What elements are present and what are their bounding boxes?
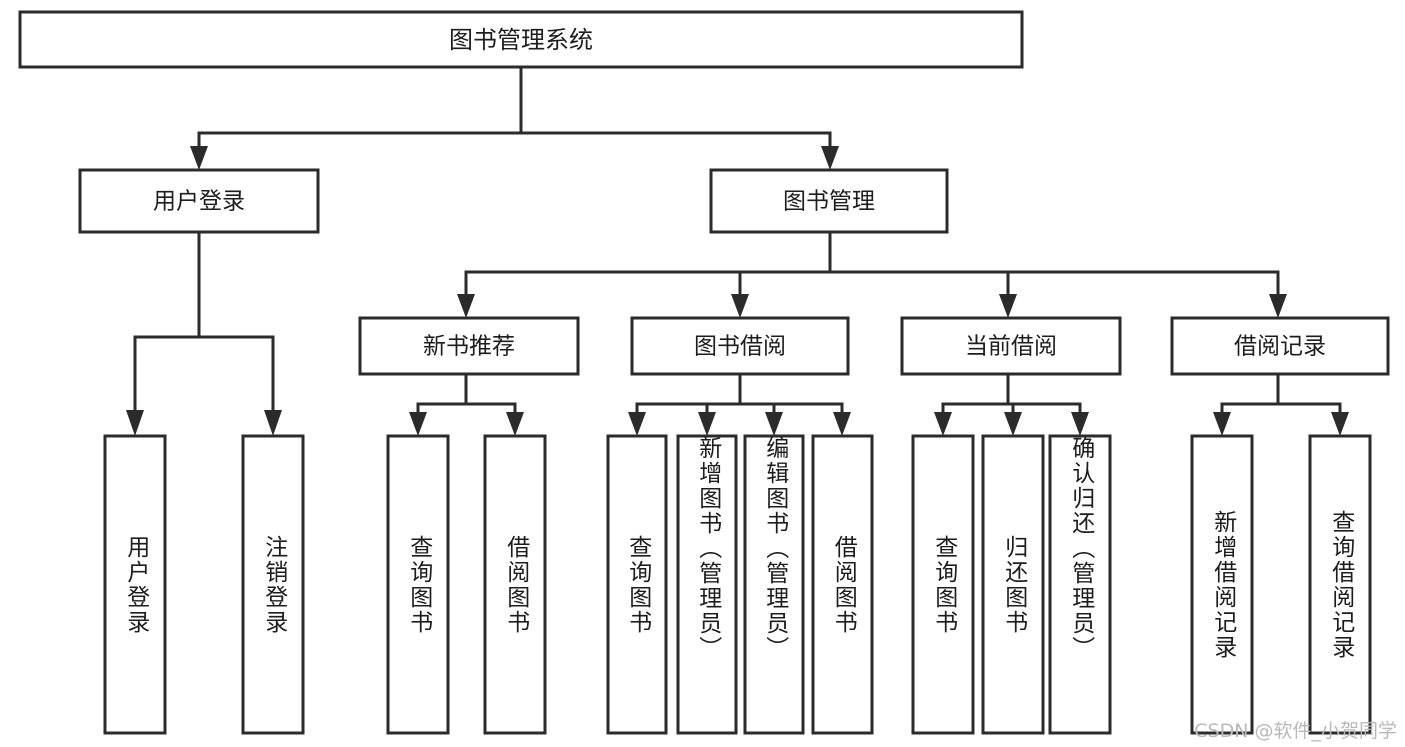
connector-group-book-borrow	[628, 372, 851, 436]
node-book-management-label: 图书管理	[783, 189, 875, 215]
node-g5-query-record-box[interactable]	[1308, 434, 1372, 735]
connector-group-user-login	[126, 230, 282, 436]
arrow-head-user-login	[190, 146, 208, 170]
arrow-head-g3-query-book	[628, 412, 646, 436]
node-g3-query-book-box[interactable]	[606, 434, 668, 735]
connector-group-root	[190, 65, 839, 170]
node-leaf-user-logout-box[interactable]	[241, 434, 305, 735]
connector-group-borrow-record	[1213, 372, 1349, 436]
node-borrow-record[interactable]: 借阅记录	[1170, 316, 1390, 376]
connector-group-book-management	[457, 230, 1287, 318]
node-root-label: 图书管理系统	[449, 26, 593, 54]
node-current-borrow[interactable]: 当前借阅	[900, 316, 1122, 376]
node-root[interactable]: 图书管理系统	[18, 10, 1024, 69]
node-g3-edit-book-box[interactable]	[743, 434, 805, 735]
node-new-book-rec-label: 新书推荐	[423, 334, 515, 360]
node-g3-add-book-box[interactable]	[676, 434, 738, 735]
node-new-book-rec[interactable]: 新书推荐	[358, 316, 580, 376]
arrow-head-book-management	[821, 146, 839, 170]
arrow-head-g2-query-book	[409, 412, 427, 436]
connector-group-current-borrow	[934, 372, 1089, 436]
node-current-borrow-label: 当前借阅	[965, 334, 1057, 360]
node-leaf-user-login-box[interactable]	[103, 434, 167, 735]
node-borrow-record-label: 借阅记录	[1234, 334, 1326, 360]
arrow-head-g3-edit-book	[765, 412, 783, 436]
arrow-head-borrow-record	[1269, 294, 1287, 318]
node-g2-borrow-book-box[interactable]	[483, 434, 547, 735]
node-user-login-label: 用户登录	[153, 189, 245, 215]
node-user-login-box[interactable]	[78, 168, 320, 234]
arrow-head-g3-borrow-book	[833, 412, 851, 436]
node-g4-return-book-box[interactable]	[981, 434, 1045, 735]
node-current-borrow-box[interactable]	[900, 316, 1122, 376]
node-borrow-record-box[interactable]	[1170, 316, 1390, 376]
arrow-head-current-borrow	[999, 294, 1017, 318]
arrow-head-book-borrow	[731, 294, 749, 318]
arrow-head-g4-return-book	[1004, 412, 1022, 436]
node-user-login[interactable]: 用户登录	[78, 168, 320, 234]
arrow-head-g5-add-record	[1213, 412, 1231, 436]
arrow-head-g5-query-record	[1331, 412, 1349, 436]
node-book-management[interactable]: 图书管理	[709, 168, 949, 234]
node-g3-borrow-book-box[interactable]	[811, 434, 874, 735]
arrow-head-new-book-rec	[457, 294, 475, 318]
node-book-borrow[interactable]: 图书借阅	[630, 316, 850, 376]
node-g4-query-book-box[interactable]	[911, 434, 975, 735]
arrow-head-g3-add-book	[698, 412, 716, 436]
node-g2-query-book-box[interactable]	[386, 434, 450, 735]
node-new-book-rec-box[interactable]	[358, 316, 580, 376]
node-g4-confirm-return-box[interactable]	[1048, 434, 1112, 735]
arrow-head-g4-query-book	[934, 412, 952, 436]
arrow-head-leaf-user-logout	[264, 410, 282, 436]
node-root-box[interactable]	[18, 10, 1024, 69]
arrow-head-g2-borrow-book	[506, 412, 524, 436]
node-book-management-box[interactable]	[709, 168, 949, 234]
watermark-text: CSDN @软件_小贺同学	[1194, 720, 1397, 742]
connector-group-new-book-rec	[409, 372, 524, 436]
arrow-head-leaf-user-login	[126, 410, 144, 436]
node-book-borrow-label: 图书借阅	[694, 334, 786, 360]
node-g5-add-record-box[interactable]	[1190, 434, 1254, 735]
arrow-head-g4-confirm-return	[1071, 412, 1089, 436]
node-book-borrow-box[interactable]	[630, 316, 850, 376]
